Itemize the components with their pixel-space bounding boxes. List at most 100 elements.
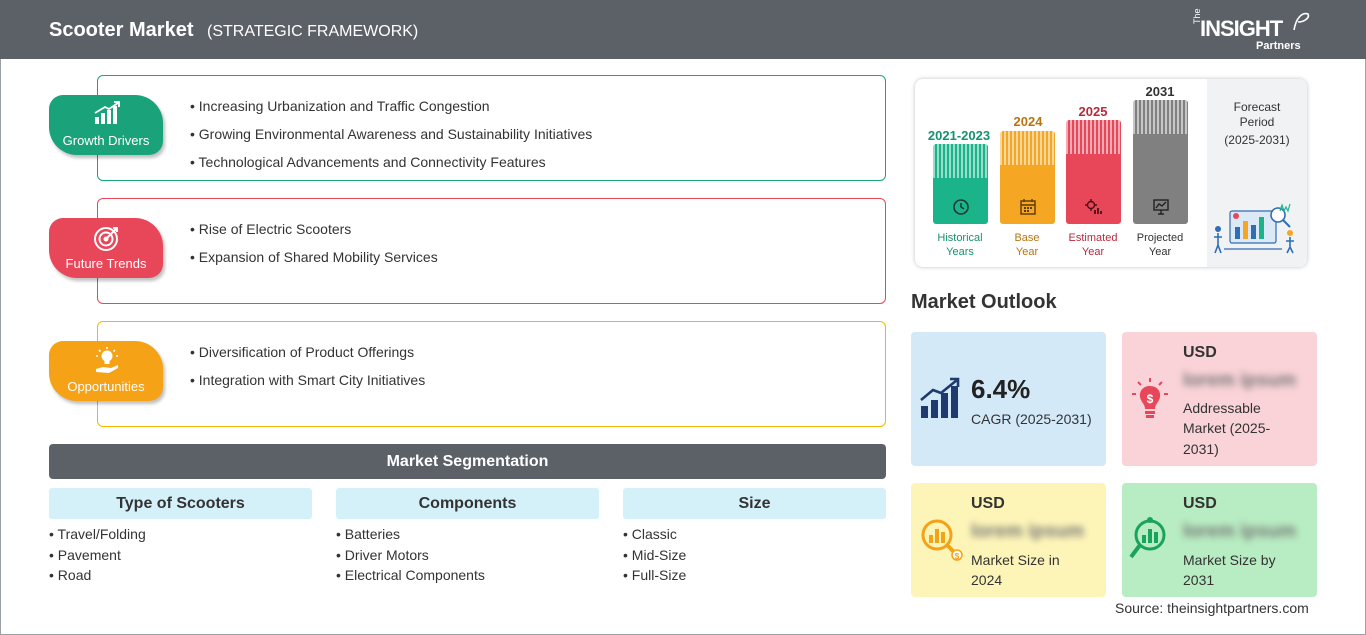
insight-partners-logo[interactable]: The INSIGHT Partners bbox=[1188, 8, 1318, 54]
market-size-2031-card: USD lorem ipsum Market Size by 2031 bbox=[1122, 483, 1317, 597]
size-2024-desc-2: 2024 bbox=[971, 572, 1003, 588]
addressable-desc-3: 2031) bbox=[1183, 441, 1219, 457]
source-text: Source: theinsightpartners.com bbox=[1115, 600, 1309, 616]
segment-item: Road bbox=[49, 565, 312, 586]
segment-item: Pavement bbox=[49, 545, 312, 566]
year-base: 2024 bbox=[1013, 114, 1043, 129]
segment-item: Full-Size bbox=[623, 565, 886, 586]
opportunities-box: Diversification of Product Offerings Int… bbox=[97, 321, 886, 427]
addressable-market-card: USD lorem ipsum $ Addressable Market (20… bbox=[1122, 332, 1317, 466]
growth-drivers-box: Increasing Urbanization and Traffic Cong… bbox=[97, 75, 886, 181]
opportunities-label: Opportunities bbox=[67, 379, 145, 394]
forecast-period-range: (2025-2031) bbox=[1224, 133, 1290, 147]
growth-chart-icon bbox=[920, 377, 960, 418]
addressable-value: lorem ipsum bbox=[1183, 370, 1296, 391]
label-estimated-1: Estimated bbox=[1068, 232, 1118, 244]
history-icon bbox=[953, 199, 969, 215]
list-item: Expansion of Shared Mobility Services bbox=[190, 243, 438, 271]
size-2024-currency: USD bbox=[971, 495, 1005, 512]
addressable-desc-2: Market (2025- bbox=[1183, 420, 1271, 436]
segment-type-of-scooters: Type of Scooters Travel/Folding Pavement… bbox=[49, 488, 312, 586]
segment-size: Size Classic Mid-Size Full-Size bbox=[623, 488, 886, 586]
addressable-currency: USD bbox=[1183, 344, 1217, 361]
forecast-title-1: Forecast bbox=[1233, 100, 1281, 114]
list-item: Rise of Electric Scooters bbox=[190, 215, 438, 243]
label-base-2: Year bbox=[1015, 246, 1039, 258]
label-projected-2: Year bbox=[1148, 246, 1172, 258]
future-trends-list: Rise of Electric Scooters Expansion of S… bbox=[190, 215, 438, 271]
market-size-2024-card: USD lorem ipsum $ Market Size in 2024 bbox=[911, 483, 1106, 597]
opportunities-list: Diversification of Product Offerings Int… bbox=[190, 338, 425, 394]
size-2024-value: lorem ipsum bbox=[971, 521, 1084, 542]
analytics-illustration-icon bbox=[1214, 203, 1294, 254]
cagr-card: 6.4% CAGR (2025-2031) bbox=[911, 332, 1106, 466]
segment-item: Driver Motors bbox=[336, 545, 599, 566]
list-item: Diversification of Product Offerings bbox=[190, 338, 425, 366]
list-item: Technological Advancements and Connectiv… bbox=[190, 148, 592, 176]
size-2024-desc-1: Market Size in bbox=[971, 552, 1060, 568]
size-2031-value: lorem ipsum bbox=[1183, 521, 1296, 542]
growth-chart-icon bbox=[94, 101, 120, 124]
bar-historical bbox=[933, 144, 988, 224]
size-2031-currency: USD bbox=[1183, 495, 1217, 512]
segment-item: Classic bbox=[623, 524, 886, 545]
segment-list: Travel/Folding Pavement Road bbox=[49, 524, 312, 586]
size-2031-desc-1: Market Size by bbox=[1183, 552, 1276, 568]
label-historical-2: Years bbox=[946, 246, 974, 258]
cagr-value: 6.4% bbox=[971, 374, 1031, 404]
list-item: Growing Environmental Awareness and Sust… bbox=[190, 120, 593, 148]
label-estimated-2: Year bbox=[1081, 246, 1105, 258]
forecast-title-2: Period bbox=[1239, 115, 1275, 129]
future-trends-badge: Future Trends bbox=[49, 218, 163, 278]
header-bar: Scooter Market (STRATEGIC FRAMEWORK) The… bbox=[0, 0, 1366, 59]
bar-estimated bbox=[1066, 120, 1121, 224]
future-trends-box: Rise of Electric Scooters Expansion of S… bbox=[97, 198, 886, 304]
segment-item: Electrical Components bbox=[336, 565, 599, 586]
year-projected: 2031 bbox=[1145, 84, 1175, 99]
label-historical-1: Historical bbox=[937, 232, 983, 244]
segment-header: Size bbox=[623, 488, 886, 519]
magnifier-chart-icon: $ bbox=[921, 519, 963, 561]
magnifier-chart-icon bbox=[1129, 517, 1166, 559]
logo-partners-text: Partners bbox=[1256, 40, 1301, 52]
growth-drivers-label: Growth Drivers bbox=[62, 133, 150, 148]
segment-item: Travel/Folding bbox=[49, 524, 312, 545]
calendar-icon bbox=[1020, 199, 1036, 215]
segment-header: Type of Scooters bbox=[49, 488, 312, 519]
segment-header: Components bbox=[336, 488, 599, 519]
presentation-icon bbox=[1153, 199, 1169, 215]
list-item: Integration with Smart City Initiatives bbox=[190, 366, 425, 394]
segment-item: Mid-Size bbox=[623, 545, 886, 566]
gear-chart-icon bbox=[1085, 199, 1102, 214]
market-outlook-title: Market Outlook bbox=[911, 291, 1057, 313]
addressable-desc-1: Addressable bbox=[1183, 400, 1261, 416]
page-title: Scooter Market bbox=[49, 19, 194, 41]
bar-base bbox=[1000, 131, 1055, 224]
growth-drivers-list: Increasing Urbanization and Traffic Cong… bbox=[190, 92, 593, 176]
lightbulb-dollar-icon: $ bbox=[1132, 378, 1168, 418]
svg-text:$: $ bbox=[955, 552, 960, 561]
future-trends-label: Future Trends bbox=[65, 256, 147, 271]
opportunities-badge: Opportunities bbox=[49, 341, 163, 401]
timeline-panel: 2021-2023 Historical Years 2024 Base Yea… bbox=[915, 79, 1307, 267]
label-projected-1: Projected bbox=[1136, 232, 1184, 244]
svg-text:$: $ bbox=[1147, 392, 1154, 406]
year-estimated: 2025 bbox=[1078, 104, 1108, 119]
lightbulb-hand-icon bbox=[96, 347, 118, 373]
page-subtitle: (STRATEGIC FRAMEWORK) bbox=[207, 23, 419, 40]
size-2031-desc-2: 2031 bbox=[1183, 572, 1215, 588]
cagr-label: CAGR (2025-2031) bbox=[971, 411, 1092, 427]
bar-projected bbox=[1133, 100, 1188, 224]
segment-list: Classic Mid-Size Full-Size bbox=[623, 524, 886, 586]
label-base-1: Base bbox=[1014, 232, 1040, 244]
target-icon bbox=[94, 227, 118, 251]
logo-insight-text: INSIGHT bbox=[1200, 16, 1283, 41]
segment-item: Batteries bbox=[336, 524, 599, 545]
market-segmentation-title: Market Segmentation bbox=[49, 444, 886, 479]
logo-swoosh-icon bbox=[1293, 12, 1310, 31]
growth-drivers-badge: Growth Drivers bbox=[49, 95, 163, 155]
year-historical: 2021-2023 bbox=[927, 128, 991, 143]
segment-components: Components Batteries Driver Motors Elect… bbox=[336, 488, 599, 586]
list-item: Increasing Urbanization and Traffic Cong… bbox=[190, 92, 592, 120]
segment-list: Batteries Driver Motors Electrical Compo… bbox=[336, 524, 599, 586]
